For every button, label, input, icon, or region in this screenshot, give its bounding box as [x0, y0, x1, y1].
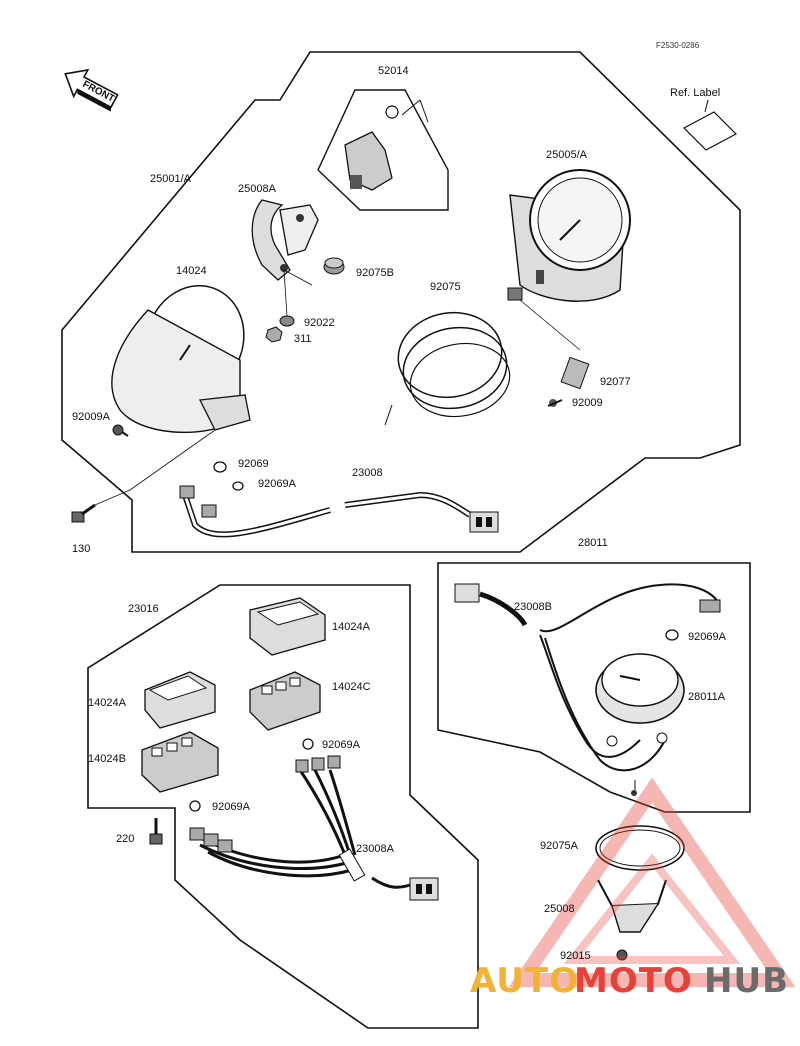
part-label-92075a: 92075A — [540, 840, 579, 852]
part-label-14024: 14024 — [176, 265, 207, 277]
rubber-ring-icon — [384, 311, 511, 426]
part-label-52014: 52014 — [378, 65, 409, 77]
wiring-harness-icon-2 — [189, 755, 439, 901]
speedometer-icon — [507, 169, 631, 302]
part-label-92069a-2: 92069A — [688, 631, 727, 643]
part-label-23008: 23008 — [352, 467, 383, 479]
part-label-92069a-3: 92069A — [322, 739, 361, 751]
part-label-220: 220 — [116, 833, 134, 845]
meter-bracket-icon — [597, 879, 667, 933]
part-label-14024b: 14024B — [88, 753, 126, 765]
assembly-outline-tachometer — [437, 562, 751, 813]
bulb-icon-5 — [189, 800, 201, 812]
part-label-23016: 23016 — [128, 603, 159, 615]
bolt-icon — [71, 503, 96, 523]
ref-label-text: Ref. Label — [670, 87, 720, 99]
watermark-logo — [508, 777, 796, 987]
bulb-icon-4 — [302, 738, 314, 750]
part-label-92069a-1: 92069A — [258, 478, 297, 490]
part-label-25005a: 25005/A — [546, 149, 588, 161]
nut-icon — [265, 326, 283, 343]
part-label-92009a: 92009A — [72, 411, 111, 423]
part-label-92077: 92077 — [600, 376, 631, 388]
part-label-14024a-1: 14024A — [332, 621, 371, 633]
part-label-28011: 28011 — [578, 537, 608, 549]
part-label-311: 311 — [294, 333, 312, 345]
part-label-92022: 92022 — [304, 317, 335, 329]
part-label-14024c: 14024C — [332, 681, 371, 693]
part-label-28011a: 28011A — [688, 691, 726, 703]
screw-icon-3 — [149, 818, 163, 845]
part-label-14024a-2: 14024A — [88, 697, 127, 709]
bolt-icon-2 — [616, 949, 628, 961]
screw-icon-2 — [547, 399, 563, 407]
meter-cover-icon — [111, 285, 251, 434]
part-label-23008a: 23008A — [356, 843, 395, 855]
watermark-auto: AUTO — [470, 961, 579, 1001]
watermark-hub: HUB — [704, 961, 789, 1001]
part-label-130: 130 — [72, 543, 90, 555]
part-label-25001a: 25001/A — [150, 173, 192, 185]
part-label-92075b: 92075B — [356, 267, 394, 279]
drive-gear-icon — [560, 356, 590, 390]
switch-outline — [317, 89, 449, 211]
tachometer-harness-icon — [454, 583, 721, 772]
part-label-92069: 92069 — [238, 458, 269, 470]
front-arrow-icon — [64, 68, 119, 112]
indicator-unit-icon — [141, 597, 326, 793]
bulb-icon — [213, 461, 227, 473]
bracket-icon — [251, 199, 319, 281]
ref-label-icon — [683, 111, 737, 151]
bulb-icon-2 — [232, 481, 244, 491]
part-label-92009: 92009 — [572, 397, 603, 409]
part-label-25008a: 25008A — [238, 183, 277, 195]
wiring-harness-icon — [179, 485, 499, 538]
grommet-icon — [323, 257, 345, 275]
assembly-outline-top — [61, 51, 741, 553]
ref-code: F2530-0286 — [656, 41, 700, 50]
part-label-23008b: 23008B — [514, 601, 552, 613]
washer-icon — [279, 315, 295, 327]
cushion-ring-icon — [595, 825, 685, 871]
part-label-92015: 92015 — [560, 950, 591, 962]
part-label-92069a-4: 92069A — [212, 801, 251, 813]
screw-icon — [112, 424, 129, 437]
part-label-92075: 92075 — [430, 281, 461, 293]
watermark-moto: MOTO — [574, 961, 693, 1001]
part-label-25008: 25008 — [544, 903, 575, 915]
assembly-outline-indicator — [87, 584, 479, 1029]
bulb-icon-3 — [665, 629, 679, 641]
tachometer-icon — [595, 653, 685, 724]
switch-icon — [344, 99, 429, 191]
